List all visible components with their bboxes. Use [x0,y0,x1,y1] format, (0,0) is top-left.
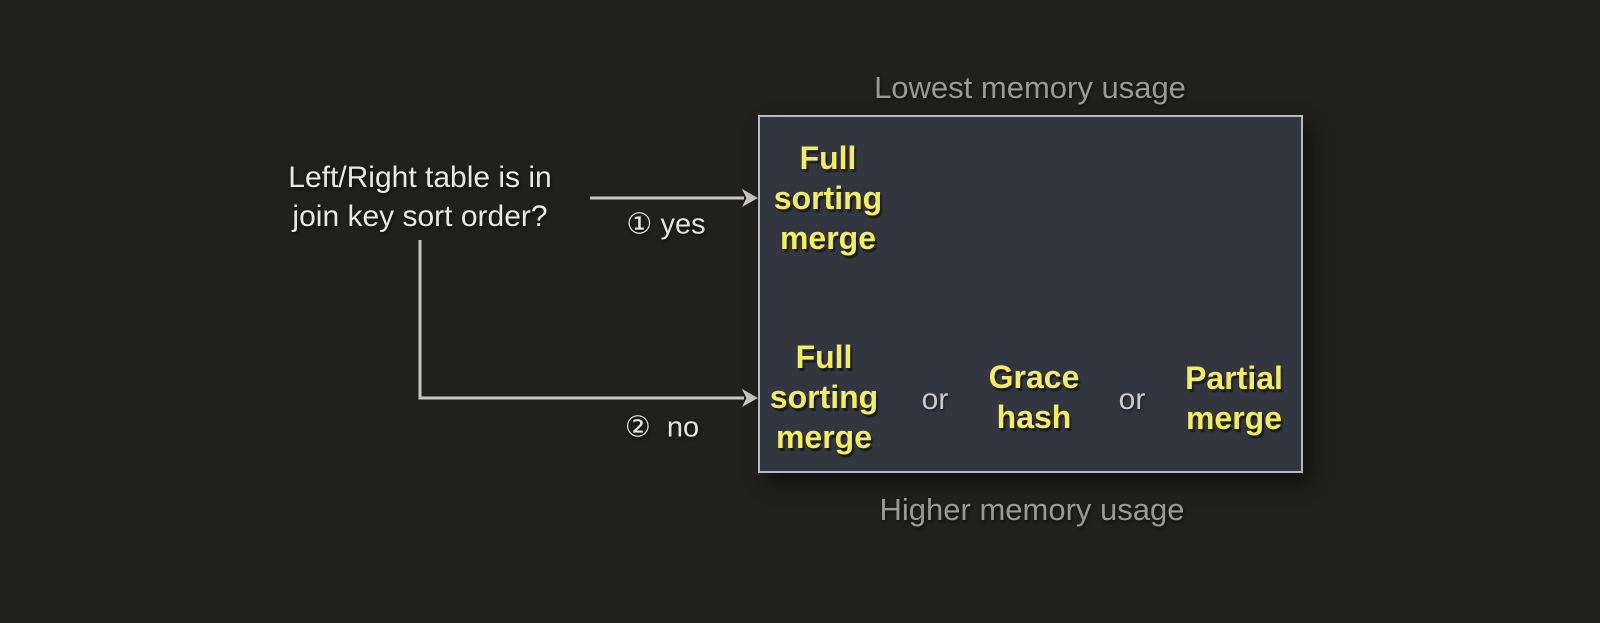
yes-arrowhead-icon [742,189,758,207]
algorithm-grace-hash: Grace hash [988,359,1080,435]
algorithm-partial-merge: Partial merge [1185,360,1283,436]
question-text: Left/Right table is in join key sort ord… [288,161,552,233]
memory-usage-lowest-caption: Lowest memory usage [874,70,1186,105]
branch-yes-label: ① yes [626,208,706,241]
memory-usage-highest-caption: Higher memory usage [879,492,1185,527]
no-arrow-line [418,240,744,400]
no-arrowhead-icon [742,389,758,407]
algorithm-full-sorting-merge-unsorted: Full sorting merge [769,339,879,455]
algorithm-full-sorting-merge-sorted: Full sorting merge [773,140,883,256]
branch-no-label: ② no [624,411,700,444]
or-separator: or [1118,383,1146,416]
or-separator: or [921,383,949,416]
algorithms-box [758,115,1303,473]
